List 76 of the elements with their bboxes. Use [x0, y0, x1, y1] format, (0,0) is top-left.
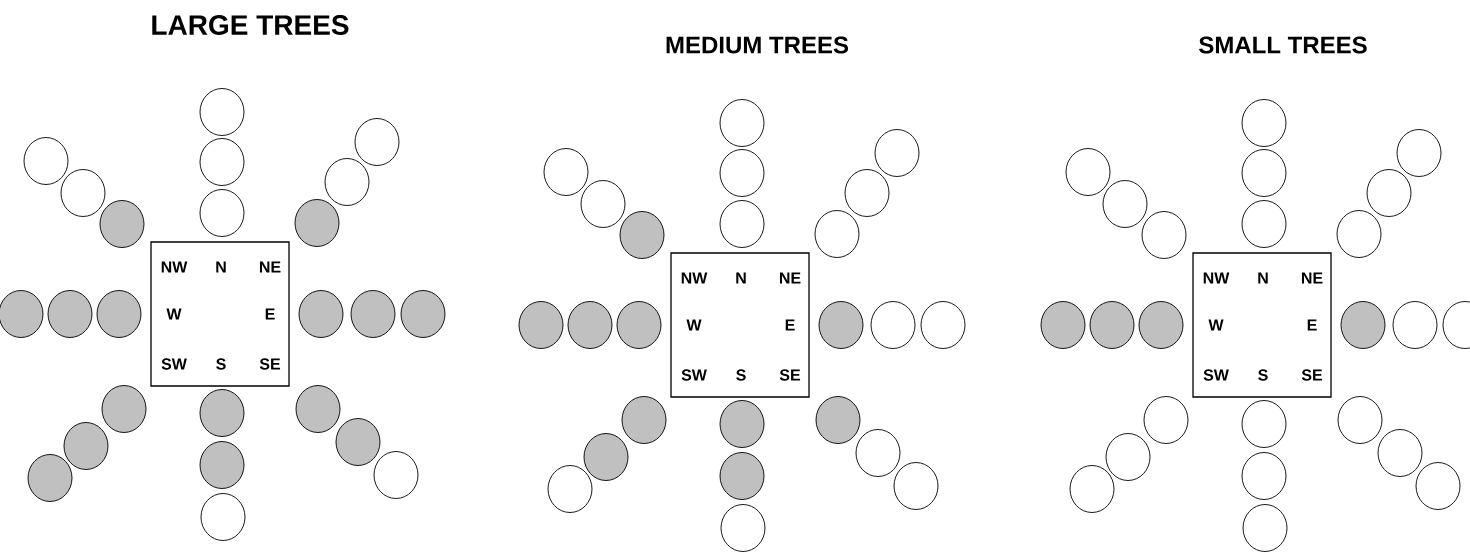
circle	[1396, 129, 1442, 177]
circle	[1241, 452, 1287, 500]
circle	[199, 189, 245, 237]
circle	[200, 493, 246, 541]
circle	[1040, 301, 1086, 349]
circle	[893, 462, 939, 510]
circle	[621, 396, 667, 444]
circle	[518, 301, 564, 349]
circle	[23, 137, 69, 185]
circle	[720, 504, 766, 552]
circle	[1141, 211, 1187, 259]
circle	[96, 290, 142, 338]
circle	[1337, 396, 1383, 444]
circle	[1336, 210, 1382, 258]
circle	[719, 149, 765, 197]
circle	[719, 99, 765, 147]
circle	[199, 441, 245, 489]
circle	[295, 385, 341, 433]
circle	[324, 158, 370, 206]
panel-title: LARGE TREES	[152, 15, 349, 35]
circle	[199, 389, 245, 437]
circle	[1241, 400, 1287, 448]
circle	[567, 301, 613, 349]
circle	[1340, 301, 1386, 349]
circle	[855, 429, 901, 477]
circle	[101, 385, 147, 433]
circle	[1392, 301, 1438, 349]
circle	[1089, 301, 1135, 349]
circle	[1241, 99, 1287, 147]
circle	[373, 451, 419, 499]
circle	[1366, 169, 1412, 217]
circle	[400, 290, 446, 338]
circle	[818, 301, 864, 349]
circle	[1241, 149, 1287, 197]
circle	[580, 180, 626, 228]
circle	[543, 148, 589, 196]
circle	[354, 118, 400, 166]
circle	[1415, 462, 1461, 510]
circle	[1377, 429, 1423, 477]
circle	[719, 200, 765, 248]
circle	[844, 169, 890, 217]
circle	[199, 138, 245, 186]
circle	[298, 290, 344, 338]
compass-box: NW N NE W E SW S SE	[670, 252, 810, 398]
circle	[619, 211, 665, 259]
circle	[1102, 180, 1148, 228]
circle	[719, 400, 765, 448]
panel-title: SMALL TREES	[1199, 36, 1367, 54]
circle	[99, 200, 145, 248]
circle	[870, 301, 916, 349]
circle	[27, 454, 73, 502]
circle	[199, 88, 245, 136]
panel-title: MEDIUM TREES	[666, 36, 849, 54]
circle	[1143, 396, 1189, 444]
circle	[920, 301, 966, 349]
circle	[335, 418, 381, 466]
circle	[814, 210, 860, 258]
circle	[1105, 433, 1151, 481]
circle	[350, 290, 396, 338]
circle	[63, 422, 109, 470]
circle	[815, 396, 861, 444]
circle	[1065, 148, 1111, 196]
compass-box: NW N NE W E SW S SE	[150, 241, 290, 387]
circle	[616, 301, 662, 349]
compass-box: NW N NE W E SW S SE	[1192, 252, 1332, 398]
circle	[1242, 504, 1288, 552]
circle	[294, 199, 340, 247]
circle	[719, 452, 765, 500]
circle	[874, 129, 920, 177]
circle	[47, 290, 93, 338]
circle	[583, 433, 629, 481]
circle	[60, 169, 106, 217]
circle	[547, 465, 593, 513]
circle	[1241, 200, 1287, 248]
circle	[1069, 465, 1115, 513]
circle	[1138, 301, 1184, 349]
